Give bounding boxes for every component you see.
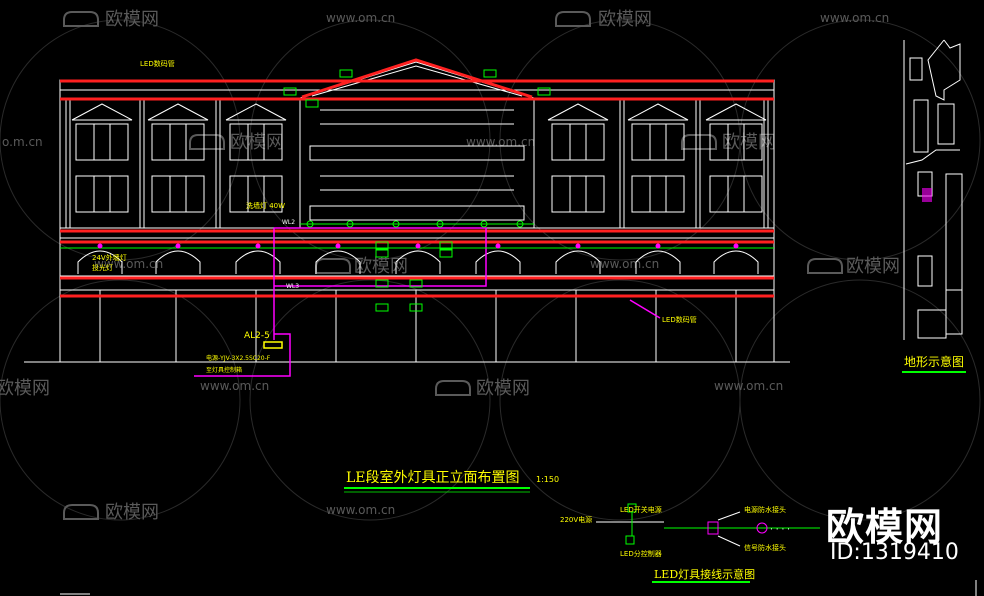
- watermark-url: www.om.cn: [326, 11, 395, 25]
- label-wire-1: WL2: [282, 219, 295, 226]
- watermark-id: ID:1319410: [830, 540, 959, 565]
- watermark-brand: 欧模网: [230, 132, 284, 153]
- distribution-panel: [263, 341, 283, 349]
- elevation-title: LE段室外灯具正立面布置图: [346, 469, 520, 486]
- watermark-circles: [0, 19, 981, 521]
- elevation-windows: [71, 103, 767, 213]
- label-driver: LED开关电源: [620, 505, 662, 514]
- watermark-url: www.om.cn: [200, 379, 269, 393]
- label-signal-head: 信号防水接头: [744, 543, 786, 552]
- elevation-scale: 1:150: [536, 475, 559, 484]
- svg-text:· · · ·: · · · ·: [770, 525, 790, 535]
- label-power-head: 电源防水接头: [744, 505, 786, 514]
- watermark-brand: 欧模网: [598, 9, 652, 30]
- watermark-brand: 欧模网: [105, 502, 159, 523]
- spotlight-fixtures: [97, 243, 739, 249]
- label-panel: AL2-5: [244, 331, 270, 341]
- watermark-url: www.om.cn: [466, 135, 535, 149]
- watermark-url: www.om.cn: [94, 257, 163, 271]
- watermark-brand-large: 欧模网: [826, 505, 944, 549]
- label-led-tube-bottom: LED数码管: [662, 315, 697, 324]
- watermark-url: www.om.cn: [820, 11, 889, 25]
- label-led-tube-top: LED数码管: [140, 59, 175, 68]
- label-wire-2: WL3: [286, 283, 299, 290]
- label-controller: LED分控制器: [620, 549, 662, 558]
- label-power-in: 220V电源: [560, 515, 592, 524]
- wiring-diagram: · · · ·: [596, 503, 820, 547]
- watermark-brand: 欧模网: [105, 9, 159, 30]
- watermark-url: www.om.cn: [590, 257, 659, 271]
- watermark-url: www.om.cn: [714, 379, 783, 393]
- led-tube-lines: [60, 58, 774, 298]
- wiring-lines: [194, 227, 661, 377]
- site-plan: [903, 39, 963, 340]
- elevation-arches: [77, 250, 759, 274]
- site-plan-title: 地形示意图: [904, 354, 964, 369]
- watermark-url: o.m.cn: [2, 135, 43, 149]
- label-wash-light: 洗墙灯 40W: [246, 201, 285, 210]
- wiring-title: LED灯具接线示意图: [654, 567, 755, 581]
- watermark-brand: 欧模网: [354, 256, 408, 277]
- watermark-brand: 欧模网: [476, 378, 530, 399]
- label-cable-1: 电源-YJV-3X2.5SC20-F: [206, 354, 271, 362]
- label-spotlight-2: 投光灯: [92, 263, 113, 272]
- watermark-brand: 欧模网: [0, 378, 50, 399]
- label-spotlight: 24V外墙灯: [92, 253, 127, 262]
- watermark-url: www.om.cn: [326, 503, 395, 517]
- watermark-logo-icon: [63, 11, 843, 520]
- watermark-brand: 欧模网: [846, 256, 900, 277]
- site-plan-target: [922, 188, 932, 202]
- label-cable-2: 至灯具控制箱: [206, 366, 242, 374]
